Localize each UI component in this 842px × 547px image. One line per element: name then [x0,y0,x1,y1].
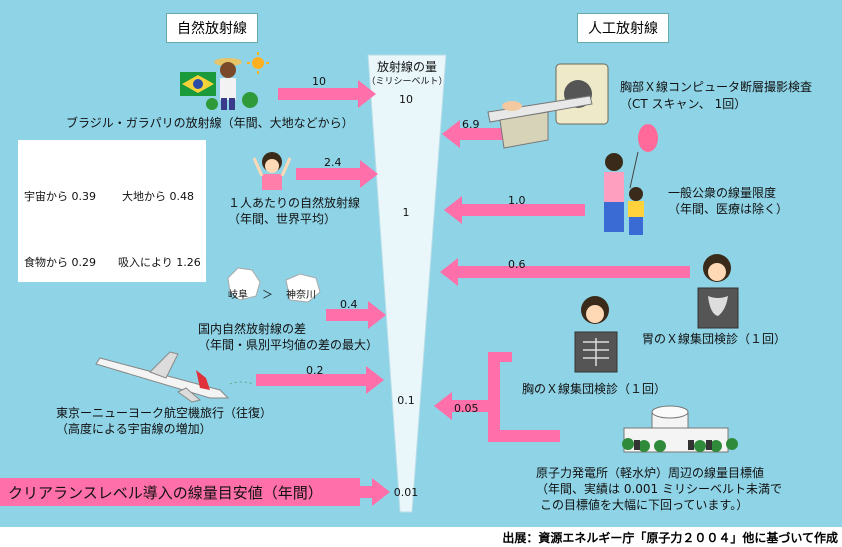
scale-title: 放射線の量 [376,60,437,74]
world-average-illustration [252,152,292,190]
world-average-label-line2: （年間、世界平均） [228,212,337,226]
source-credit: 出展：資源エネルギー庁「原子力２００４」他に基づいて作成 [502,531,838,545]
brazil-value: 10 [312,75,326,88]
prefecture-label-line2: （年間・県別平均値の差の最大） [198,338,379,352]
bracket-chest-nuclear [488,352,560,442]
scale-tick-0-01: 0.01 [393,486,419,499]
prefecture-compare: ＞ [262,288,273,301]
nuclear-label-line2: （年間、実績は 0.001 ミリシーベルト未満で [536,482,782,496]
brazil-label: ブラジル・ガラパリの放射線（年間、大地などから） [66,116,354,130]
stomach-xray-value: 0.6 [508,258,526,271]
prefecture-label-line1: 国内自然放射線の差 [198,322,307,336]
chest-xray-illustration [574,296,618,373]
clearance-level-banner: クリアランスレベル導入の線量目安値（年間） [0,478,360,506]
brazil-illustration [180,52,269,110]
scale-tick-10: 10 [399,93,413,106]
arrow-world-average [296,160,378,188]
arrow-stomach-xray [440,258,690,286]
artificial-arrows [434,120,690,442]
prefecture-maps-illustration [227,267,321,303]
breakdown-cosmic: 宇宙から 0.39 [24,190,96,203]
flight-label-line1: 東京ーニューヨーク航空機旅行（往復） [56,406,273,420]
chest-xray-value: 0.05 [454,402,479,415]
header-natural-radiation: 自然放射線 [166,13,258,43]
dose-scale-cone [367,54,447,513]
prefecture-right: 神奈川 [286,290,316,301]
arrow-brazil [278,80,376,108]
world-average-value: 2.4 [324,156,342,169]
public-limit-label-line1: 一般公衆の線量限度 [668,186,777,200]
arrow-public-limit [444,196,585,224]
world-average-label-line1: １人あたりの自然放射線 [228,196,361,210]
scale-tick-0-1: 0.1 [397,394,415,407]
flight-value: 0.2 [306,364,324,377]
flight-label-line2: （高度による宇宙線の増加） [56,422,212,436]
public-limit-illustration [604,124,658,235]
ct-label-line1: 胸部Ｘ線コンピュータ断層撮影検査 [620,80,813,94]
breakdown-ground: 大地から 0.48 [122,190,194,203]
breakdown-box [18,140,206,282]
chest-xray-label: 胸のＸ線集団検診（１回） [522,382,667,396]
breakdown-food: 食物から 0.29 [24,256,96,269]
prefecture-value: 0.4 [340,298,358,311]
breakdown-inhalation: 吸入により 1.26 [118,256,201,269]
arrow-chest-xray [434,392,500,420]
nuclear-label-line1: 原子力発電所（軽水炉）周辺の線量目標値 [536,466,765,480]
scale-unit: （ミリシーベルト） [366,77,448,87]
ct-scanner-illustration [487,63,609,149]
natural-arrows [256,80,386,394]
ct-label-line2: （CT スキャン、 1回） [620,97,747,111]
arrow-clearance [360,478,390,506]
nuclear-plant-illustration [622,405,738,453]
arrow-prefecture [326,301,386,329]
prefecture-left: 岐阜 [228,290,248,301]
ct-value: 6.9 [462,118,480,131]
nuclear-label-line3: この目標値を大幅に下回っています。） [540,498,749,512]
arrow-ct [442,120,518,148]
stomach-xray-illustration [697,254,739,329]
airplane-illustration [95,351,255,403]
header-artificial-radiation: 人工放射線 [577,13,669,43]
public-limit-value: 1.0 [508,194,526,207]
arrow-flight [256,366,384,394]
stomach-xray-label: 胃のＸ線集団検診（１回） [642,332,787,346]
public-limit-label-line2: （年間、医療は除く） [668,202,789,216]
scale-tick-1: 1 [402,206,410,219]
